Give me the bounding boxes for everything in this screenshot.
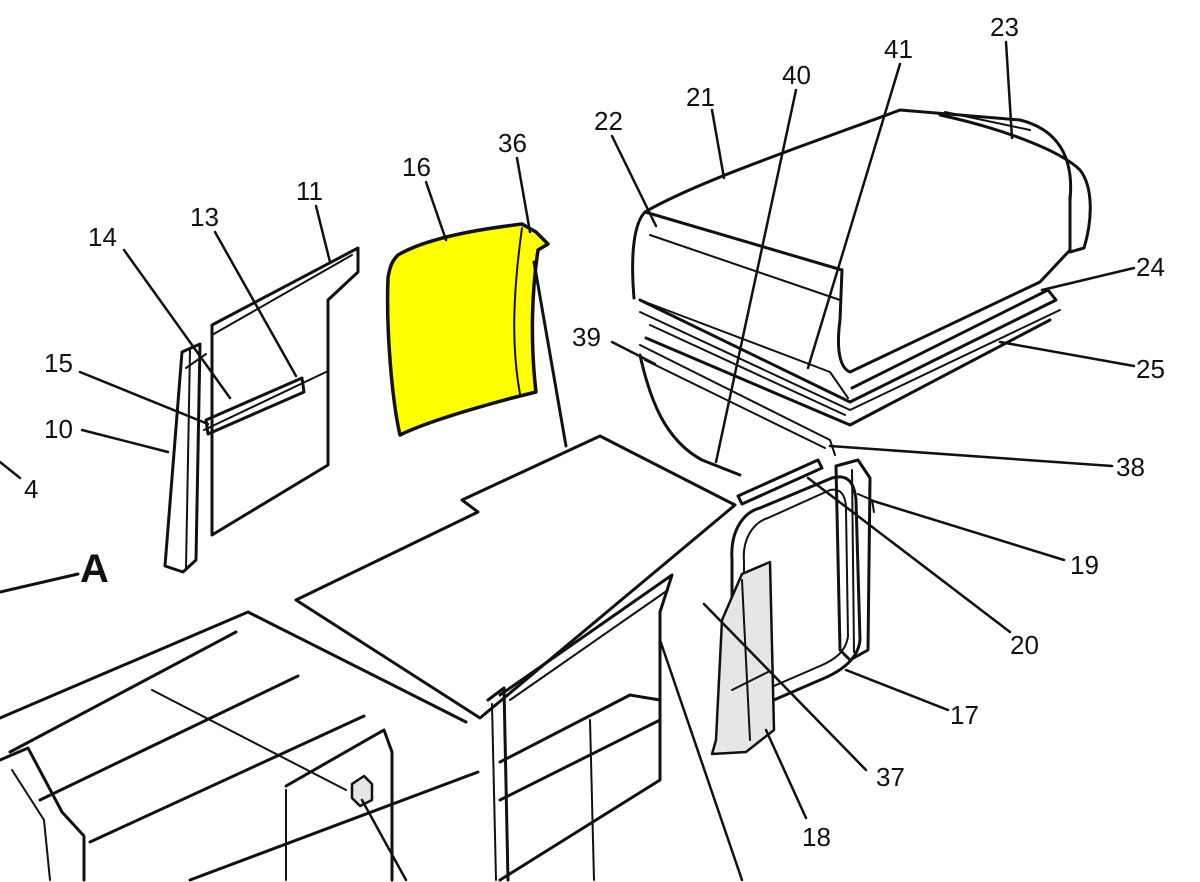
label-15: 15 [44, 348, 73, 378]
label-16: 16 [402, 152, 431, 182]
label-19: 19 [1070, 550, 1099, 580]
leader-lines [0, 40, 1136, 882]
label-17: 17 [950, 700, 979, 730]
label-13: 13 [190, 202, 219, 232]
label-22: 22 [594, 106, 623, 136]
latch-pillar [710, 560, 776, 756]
lower-side-panel [498, 573, 674, 882]
lower-pillar [486, 686, 510, 882]
rear-edge-line [532, 260, 568, 448]
label-41: 41 [884, 34, 913, 64]
left-pillar [163, 342, 207, 574]
label-18: 18 [802, 822, 831, 852]
label-23: 23 [990, 12, 1019, 42]
label-40: 40 [782, 60, 811, 90]
pad [938, 111, 1092, 254]
label-39: 39 [572, 322, 601, 352]
view-marker: A [0, 547, 109, 594]
label-11: 11 [296, 176, 323, 206]
floor-panel [294, 434, 737, 720]
left-side-panel [203, 246, 360, 537]
label-24: 24 [1136, 252, 1165, 282]
lower-liner [638, 344, 836, 477]
view-marker-letter: A [80, 547, 109, 591]
highlighted-panel [385, 222, 550, 437]
label-10: 10 [44, 414, 73, 444]
storage-box [631, 108, 1073, 399]
callout-labels: 4 10 15 14 13 11 16 36 22 21 40 41 23 24… [24, 12, 1165, 852]
label-20: 20 [1010, 630, 1039, 660]
label-38: 38 [1116, 452, 1145, 482]
tray-seals [638, 288, 1061, 427]
label-25: 25 [1136, 354, 1165, 384]
label-37: 37 [876, 762, 905, 792]
cargo-floor [0, 610, 480, 882]
label-4: 4 [24, 474, 38, 504]
strip-38 [736, 458, 824, 506]
label-14: 14 [88, 222, 117, 252]
label-36: 36 [498, 128, 527, 158]
lower-left-panel [284, 728, 394, 882]
label-21: 21 [686, 82, 715, 112]
